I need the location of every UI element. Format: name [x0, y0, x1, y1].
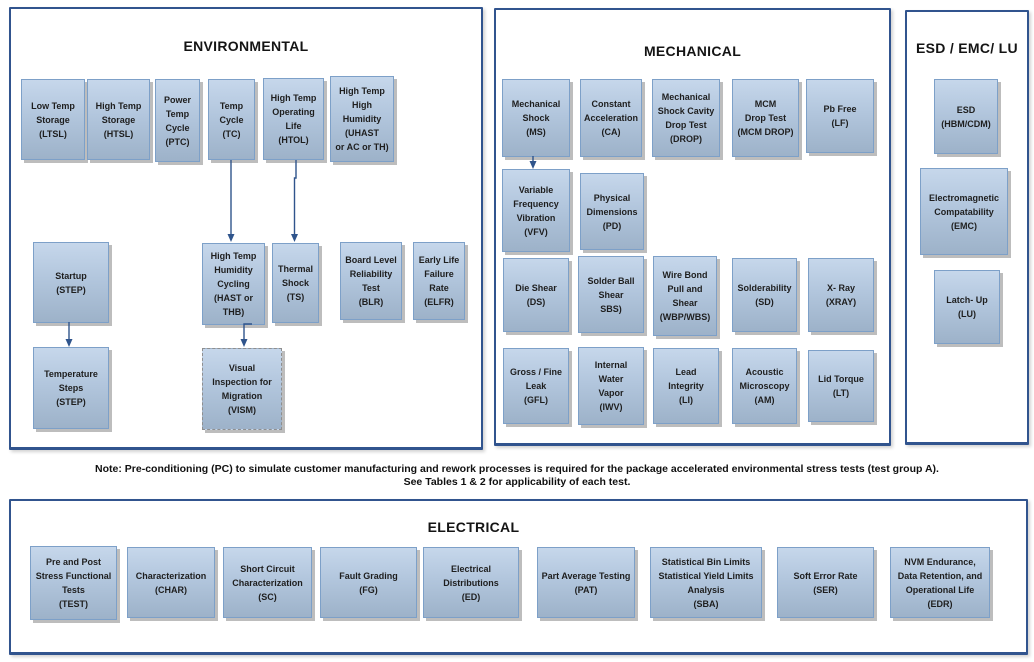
box-iwv: Internal Water Vapor (IWV) [578, 347, 644, 425]
box-ds: Die Shear (DS) [503, 258, 569, 332]
esd-emc-lu-title: ESD / EMC/ LU [916, 40, 1018, 56]
box-lf: Pb Free (LF) [806, 79, 874, 153]
box-li: Lead Integrity (LI) [653, 348, 719, 424]
box-gfl: Gross / Fine Leak (GFL) [503, 348, 569, 424]
box-htol: High Temp Operating Life (HTOL) [263, 78, 324, 160]
box-am: Acoustic Microscopy (AM) [732, 348, 797, 424]
box-ltsl: Low Temp Storage (LTSL) [21, 79, 85, 160]
box-elfr: Early Life Failure Rate (ELFR) [413, 242, 465, 320]
box-mcm-drop: MCM Drop Test (MCM DROP) [732, 79, 799, 157]
box-ms: Mechanical Shock (MS) [502, 79, 570, 157]
box-drop: Mechanical Shock Cavity Drop Test (DROP) [652, 79, 720, 157]
box-sd: Solderability (SD) [732, 258, 797, 332]
box-ca: Constant Acceleration (CA) [580, 79, 642, 157]
mechanical-title: MECHANICAL [643, 43, 742, 59]
box-char: Characterization (CHAR) [127, 547, 215, 618]
box-uhast: High Temp High Humidity (UHAST or AC or … [330, 76, 394, 162]
box-xray: X- Ray (XRAY) [808, 258, 874, 332]
box-hast-thb: High Temp Humidity Cycling (HAST or THB) [202, 243, 265, 325]
panel-electrical: ELECTRICAL Pre and Post Stress Functiona… [9, 499, 1028, 655]
note-line-1: Note: Pre-conditioning (PC) to simulate … [95, 463, 939, 475]
preconditioning-note: Note: Pre-conditioning (PC) to simulate … [0, 463, 1034, 489]
box-sbs: Solder Ball Shear SBS) [578, 256, 644, 333]
box-htsl: High Temp Storage (HTSL) [87, 79, 150, 160]
box-blr: Board Level Reliability Test (BLR) [340, 242, 402, 320]
box-esd: ESD (HBM/CDM) [934, 79, 998, 154]
environmental-title: ENVIRONMENTAL [183, 38, 309, 54]
box-pat: Part Average Testing (PAT) [537, 547, 635, 618]
box-sba: Statistical Bin Limits Statistical Yield… [650, 547, 762, 618]
box-vfv: Variable Frequency Vibration (VFV) [502, 169, 570, 252]
box-wbp-wbs: Wire Bond Pull and Shear (WBP/WBS) [653, 256, 717, 336]
box-test: Pre and Post Stress Functional Tests (TE… [30, 546, 117, 620]
box-edr: NVM Endurance, Data Retention, and Opera… [890, 547, 990, 618]
box-step-startup: Startup (STEP) [33, 242, 109, 323]
note-line-2: See Tables 1 & 2 for applicability of ea… [403, 476, 631, 488]
box-lu: Latch- Up (LU) [934, 270, 1000, 344]
box-lt: Lid Torque (LT) [808, 350, 874, 422]
panel-environmental: ENVIRONMENTAL Low Temp Storage (LTSL) Hi… [9, 7, 483, 450]
box-temp-steps: Temperature Steps (STEP) [33, 347, 109, 429]
box-fg: Fault Grading (FG) [320, 547, 417, 618]
box-ptc: Power Temp Cycle (PTC) [155, 79, 200, 162]
box-ed: Electrical Distributions (ED) [423, 547, 519, 618]
box-sc: Short Circuit Characterization (SC) [223, 547, 312, 618]
box-emc: Electromagnetic Compatability (EMC) [920, 168, 1008, 255]
panel-esd-emc-lu: ESD / EMC/ LU ESD (HBM/CDM) Electromagne… [905, 10, 1029, 445]
box-vism: Visual Inspection for Migration (VISM) [202, 348, 282, 430]
box-tc: Temp Cycle (TC) [208, 79, 255, 160]
box-pd: Physical Dimensions (PD) [580, 173, 644, 250]
box-ser: Soft Error Rate (SER) [777, 547, 874, 618]
box-ts: Thermal Shock (TS) [272, 243, 319, 323]
panel-mechanical: MECHANICAL Mechanical Shock (MS) Constan… [494, 8, 891, 446]
electrical-title: ELECTRICAL [427, 519, 520, 535]
